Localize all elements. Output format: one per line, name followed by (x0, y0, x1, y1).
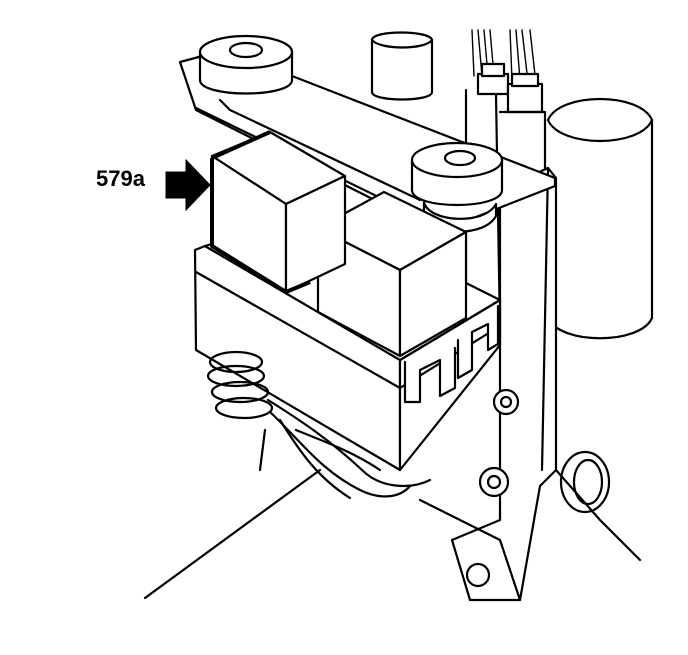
support-leg (258, 428, 267, 472)
harness-connector-right (506, 72, 544, 114)
relay-579a (210, 130, 347, 294)
background-cylinder-top (370, 31, 434, 101)
bushing-top-left (198, 34, 294, 95)
callout-arrow (165, 158, 211, 212)
wiring-harness (471, 29, 537, 85)
harness-connector-left (476, 62, 510, 96)
mount-bolt-lower (478, 466, 510, 498)
mounting-plate (450, 166, 558, 602)
bushing-top-right (410, 141, 504, 233)
floor-line-left (143, 468, 322, 600)
post-cap (498, 110, 547, 182)
mount-bolt-base (465, 562, 491, 588)
wire-coil-bundle (206, 350, 432, 500)
housing-clips (403, 304, 500, 404)
mount-hole-right (559, 450, 611, 514)
frame-edge-right (554, 468, 642, 562)
mount-bolt-upper (492, 388, 520, 416)
background-cylinder-right (546, 97, 654, 340)
frame-edge-lower (418, 498, 522, 602)
callout-label: 579a (96, 166, 145, 191)
